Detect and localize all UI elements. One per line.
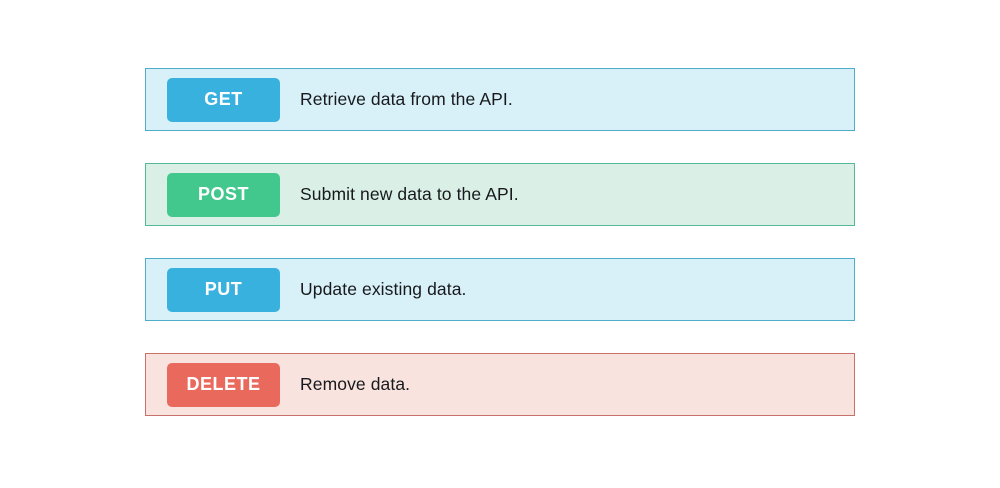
- method-description-put: Update existing data.: [300, 279, 467, 299]
- method-row-get[interactable]: GET Retrieve data from the API.: [145, 68, 855, 131]
- method-row-put[interactable]: PUT Update existing data.: [145, 258, 855, 321]
- method-description-post: Submit new data to the API.: [300, 184, 519, 204]
- method-row-post[interactable]: POST Submit new data to the API.: [145, 163, 855, 226]
- api-methods-list: GET Retrieve data from the API. POST Sub…: [145, 68, 855, 448]
- method-badge-put: PUT: [167, 267, 280, 312]
- method-badge-get: GET: [167, 77, 280, 122]
- method-badge-post: POST: [167, 172, 280, 217]
- method-row-delete[interactable]: DELETE Remove data.: [145, 353, 855, 416]
- method-description-get: Retrieve data from the API.: [300, 89, 513, 109]
- method-badge-delete: DELETE: [167, 362, 280, 407]
- method-description-delete: Remove data.: [300, 374, 411, 394]
